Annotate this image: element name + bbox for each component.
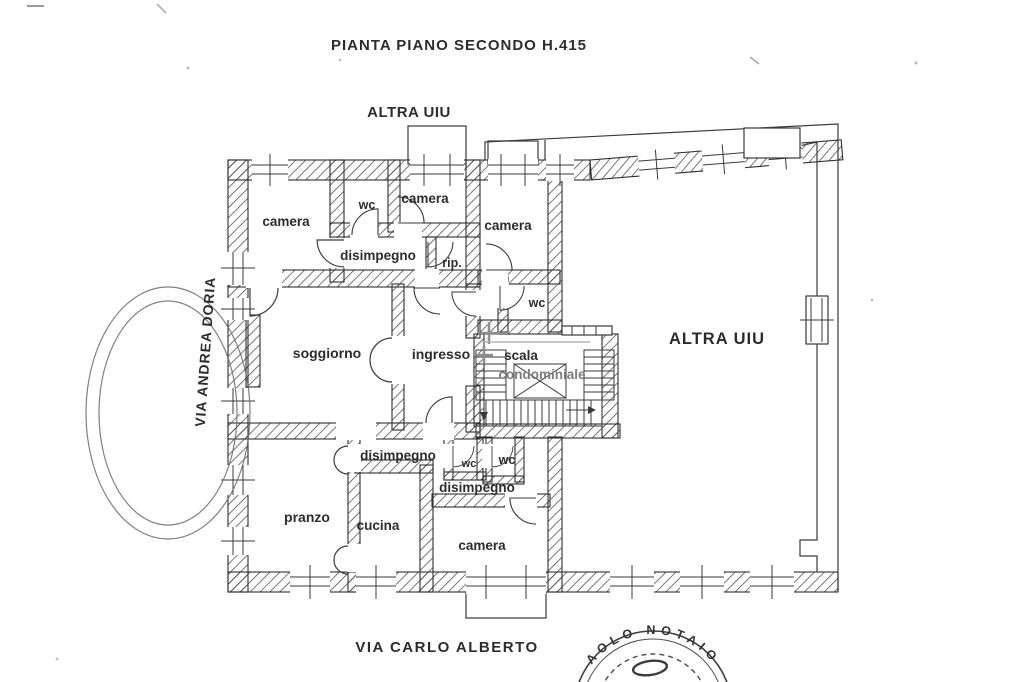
page-title: PIANTA PIANO SECONDO H.415	[331, 37, 587, 54]
door-swing	[413, 287, 441, 315]
window-opening	[221, 252, 255, 285]
room-label-wc-small-left: wc	[461, 458, 477, 470]
room-label-wc-mid: wc	[528, 296, 546, 310]
window-opening	[680, 565, 724, 599]
door-gaps	[246, 222, 537, 572]
balcony-door	[488, 154, 538, 186]
double-door-swing	[333, 445, 349, 475]
window-opening	[356, 565, 396, 599]
window-opening	[221, 298, 255, 320]
unit-label-right: ALTRA UIU	[669, 330, 765, 348]
window-opening	[546, 154, 574, 186]
window-openings	[221, 154, 794, 599]
door-swing	[351, 208, 379, 236]
window-opening	[610, 565, 654, 599]
room-label-disimpegno-mid: disimpegno	[360, 448, 436, 463]
room-label-camera-n: camera	[401, 191, 449, 206]
street-label-left: VIA ANDREA DORIA	[192, 276, 218, 427]
room-label-camera-ne: camera	[484, 218, 532, 233]
landing-step	[561, 325, 613, 336]
pilaster	[245, 314, 261, 388]
roof-corner-box	[743, 127, 801, 159]
window-opening	[290, 565, 330, 599]
room-label-disimpegno-low: disimpegno	[439, 480, 515, 495]
door-swing	[451, 291, 477, 317]
unit-label-top: ALTRA UIU	[367, 104, 451, 121]
door-swing	[485, 243, 513, 271]
room-label-wc-top: wc	[358, 198, 376, 212]
window-opening	[221, 527, 255, 555]
street-label-bottom: VIA CARLO ALBERTO	[355, 639, 538, 656]
room-label-camera-s: camera	[458, 538, 506, 553]
door-swing	[452, 445, 475, 468]
balcony-door	[410, 154, 464, 186]
window-opening	[221, 465, 255, 495]
room-label-ingresso: ingresso	[412, 346, 470, 362]
room-label-rip: rip.	[442, 256, 461, 270]
door-swing	[509, 497, 537, 525]
neighbor-unit-outline	[484, 123, 839, 592]
double-door-swing	[369, 337, 393, 383]
door-swing	[425, 396, 453, 424]
notary-seal: AOLO NOTAIO	[578, 623, 728, 682]
window-opening	[252, 154, 288, 186]
scan-artifacts	[27, 3, 918, 661]
room-label-condominiale: condominiale	[498, 367, 586, 382]
staircase	[475, 349, 615, 427]
door-swing	[427, 241, 454, 268]
window-opening	[221, 388, 255, 414]
room-label-cucina: cucina	[357, 518, 400, 533]
stair-arrow-down	[480, 412, 488, 421]
door-swing	[499, 285, 525, 311]
seal-emblem	[631, 659, 669, 677]
door-swing	[491, 445, 514, 468]
balcony-door	[466, 565, 546, 599]
door-swing	[316, 239, 345, 268]
door-swings	[249, 196, 537, 575]
room-label-disimpegno-top: disimpegno	[340, 248, 416, 263]
door-swing	[249, 287, 279, 317]
stair-arrow-right	[588, 406, 596, 414]
survey-cross-marks	[475, 322, 590, 364]
room-label-scala: scala	[504, 348, 538, 363]
double-door-swing	[333, 545, 349, 575]
door-swing	[397, 196, 425, 224]
round-stamp-circle	[85, 286, 251, 540]
room-label-wc-small-right: wc	[498, 453, 516, 467]
window-opening	[750, 565, 794, 599]
room-label-camera-nw: camera	[262, 214, 310, 229]
room-label-pranzo: pranzo	[284, 509, 330, 525]
room-label-soggiorno: soggiorno	[293, 345, 361, 361]
